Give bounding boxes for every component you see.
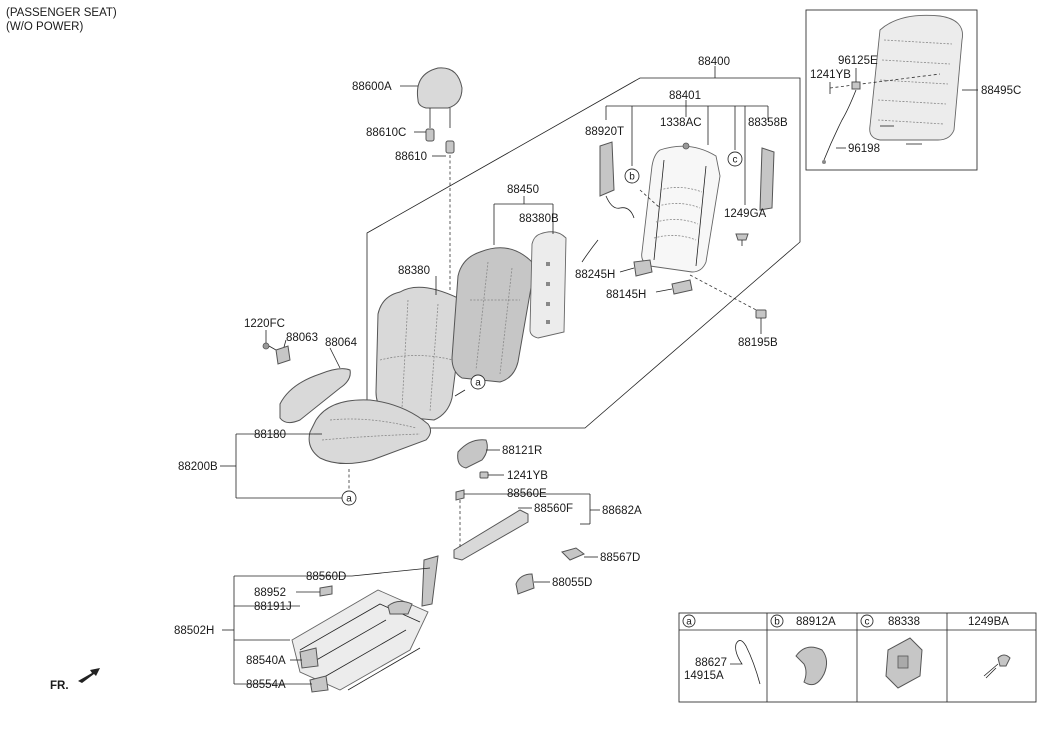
side-bracket	[759, 147, 775, 211]
label-88554A: 88554A	[246, 679, 286, 691]
back-panel	[529, 228, 567, 339]
label-88560D: 88560D	[306, 571, 346, 583]
side-shield	[262, 330, 351, 424]
label-88200B: 88200B	[178, 461, 218, 473]
label-88380: 88380	[398, 265, 430, 277]
side-airbag	[581, 141, 635, 263]
label-88063: 88063	[286, 332, 318, 344]
headrest-guides	[414, 128, 455, 290]
legend-letter-b: b	[774, 617, 780, 628]
label-88682A: 88682A	[602, 505, 642, 517]
front-arrow-icon	[78, 668, 100, 683]
header-line-1: (PASSENGER SEAT)	[6, 7, 117, 19]
label-1241YB-upper: 1241YB	[810, 69, 851, 81]
callout-c: c	[727, 151, 743, 167]
legend-part-14915A: 14915A	[684, 670, 724, 682]
callout-a-back: a	[454, 374, 486, 397]
rail-covers	[453, 489, 600, 561]
back-assembly-frame	[366, 77, 801, 429]
screw-1249GA	[735, 233, 749, 246]
seatback-cover	[375, 276, 464, 421]
label-88145H: 88145H	[606, 289, 646, 301]
legend-part-1249BA: 1249BA	[968, 616, 1009, 628]
label-88195B: 88195B	[738, 337, 778, 349]
label-88380B: 88380B	[519, 213, 559, 225]
label-88560E: 88560E	[507, 488, 547, 500]
legend-letter-a: a	[686, 617, 692, 628]
label-1338AC: 1338AC	[660, 117, 702, 129]
label-1220FC: 1220FC	[244, 318, 285, 330]
legend-part-88338: 88338	[888, 616, 920, 628]
label-88121R: 88121R	[502, 445, 542, 457]
label-88610: 88610	[395, 151, 427, 163]
front-marker-label: FR.	[50, 680, 69, 692]
cover-88121R	[457, 439, 504, 479]
header-line-2: (W/O POWER)	[6, 21, 83, 33]
seatback-frame	[639, 142, 761, 313]
legend-letter-c: c	[865, 617, 870, 628]
part-88567D	[561, 547, 598, 561]
label-88560F: 88560F	[534, 503, 573, 515]
harness-96198	[822, 68, 978, 164]
callout-a-cushion: a	[341, 469, 357, 506]
bolt-88195B	[755, 309, 767, 334]
label-88952: 88952	[254, 587, 286, 599]
lower-brackets	[619, 259, 693, 295]
part-88055D	[515, 573, 550, 595]
legend-part-88627: 88627	[695, 657, 727, 669]
svg-text:c: c	[733, 155, 738, 166]
legend-part-88912A: 88912A	[796, 616, 836, 628]
label-88610C: 88610C	[366, 127, 406, 139]
label-88920T: 88920T	[585, 126, 624, 138]
label-88450: 88450	[507, 184, 539, 196]
label-88502H: 88502H	[174, 625, 214, 637]
label-88600A: 88600A	[352, 81, 392, 93]
svg-text:a: a	[346, 494, 352, 505]
label-88400: 88400	[698, 56, 730, 68]
label-88245H: 88245H	[575, 269, 615, 281]
label-88064: 88064	[325, 337, 358, 349]
label-96198: 96198	[848, 143, 880, 155]
seatback-board	[869, 14, 963, 145]
seat-cushion	[308, 399, 432, 464]
seatback-pad	[451, 247, 535, 383]
headrest	[400, 67, 463, 128]
label-96125E: 96125E	[838, 55, 878, 67]
callout-b: b	[624, 168, 640, 184]
label-88495C: 88495C	[981, 85, 1021, 97]
label-88401: 88401	[669, 90, 701, 102]
svg-text:b: b	[629, 172, 635, 183]
label-88191J: 88191J	[254, 601, 292, 613]
label-88358B: 88358B	[748, 117, 788, 129]
label-1249GA: 1249GA	[724, 208, 767, 220]
label-88180: 88180	[254, 429, 286, 441]
label-1241YB-lower: 1241YB	[507, 470, 548, 482]
label-88055D: 88055D	[552, 577, 592, 589]
label-88540A: 88540A	[246, 655, 286, 667]
svg-text:a: a	[475, 378, 481, 389]
legend-table: a b 88912A c 88338 1249BA 88627 14915A	[678, 612, 1037, 703]
bracket-88200B	[220, 433, 342, 499]
bracket-88502H	[222, 567, 431, 685]
label-88567D: 88567D	[600, 552, 640, 564]
